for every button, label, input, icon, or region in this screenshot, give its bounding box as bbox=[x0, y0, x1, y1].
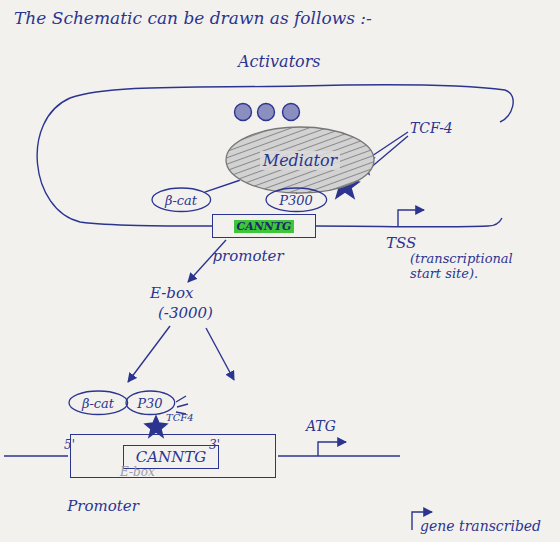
zoom-arrow bbox=[128, 326, 170, 382]
protein-oval: P300 bbox=[265, 187, 328, 213]
node-label: P300 bbox=[279, 193, 313, 208]
node-label: CANNTG bbox=[234, 220, 295, 233]
node-label: CANNTG bbox=[136, 448, 207, 466]
ebox-faded-label: E-box bbox=[120, 465, 155, 479]
dna-loop bbox=[37, 85, 513, 227]
tss-arrow bbox=[398, 210, 424, 226]
activator bbox=[235, 104, 252, 121]
tcf4-label: TCF4 bbox=[166, 412, 194, 423]
node-caption: Promoter bbox=[67, 497, 139, 515]
protein-oval: P30 bbox=[125, 390, 176, 416]
zoom-arrow bbox=[206, 328, 234, 380]
gene-label: gene transcribed bbox=[420, 518, 541, 534]
activator bbox=[258, 104, 275, 121]
protein-oval: β-cat bbox=[68, 390, 129, 416]
tss-label: TSS bbox=[386, 234, 416, 252]
activators-label: Activators bbox=[238, 52, 321, 71]
protein-oval: β-cat bbox=[151, 187, 212, 213]
node-label: P30 bbox=[137, 396, 162, 411]
dna-end bbox=[488, 218, 502, 226]
atg-label: ATG bbox=[306, 418, 336, 434]
activator bbox=[283, 104, 300, 121]
ebox-label: E-box bbox=[150, 284, 193, 302]
tcf4-label: TCF-4 bbox=[410, 120, 453, 136]
node-caption: promoter bbox=[212, 247, 283, 265]
tss-note: (transcriptional start site). bbox=[410, 252, 520, 282]
node-label: β-cat bbox=[82, 396, 114, 411]
connector bbox=[205, 180, 240, 192]
mediator-oval: Mediator bbox=[225, 126, 375, 194]
position-label: (-3000) bbox=[158, 304, 213, 322]
promoter-box: PromoterCANNTG bbox=[70, 434, 276, 478]
end-label: 5' bbox=[64, 438, 75, 452]
atg-arrow bbox=[318, 442, 346, 456]
node-label: Mediator bbox=[260, 151, 340, 170]
title: The Schematic can be drawn as follows :- bbox=[14, 8, 372, 28]
node-label: β-cat bbox=[165, 193, 197, 208]
binding-rays bbox=[176, 396, 188, 414]
end-label: 3' bbox=[209, 438, 220, 452]
promoter-box: CANNTGpromoter bbox=[212, 214, 316, 238]
